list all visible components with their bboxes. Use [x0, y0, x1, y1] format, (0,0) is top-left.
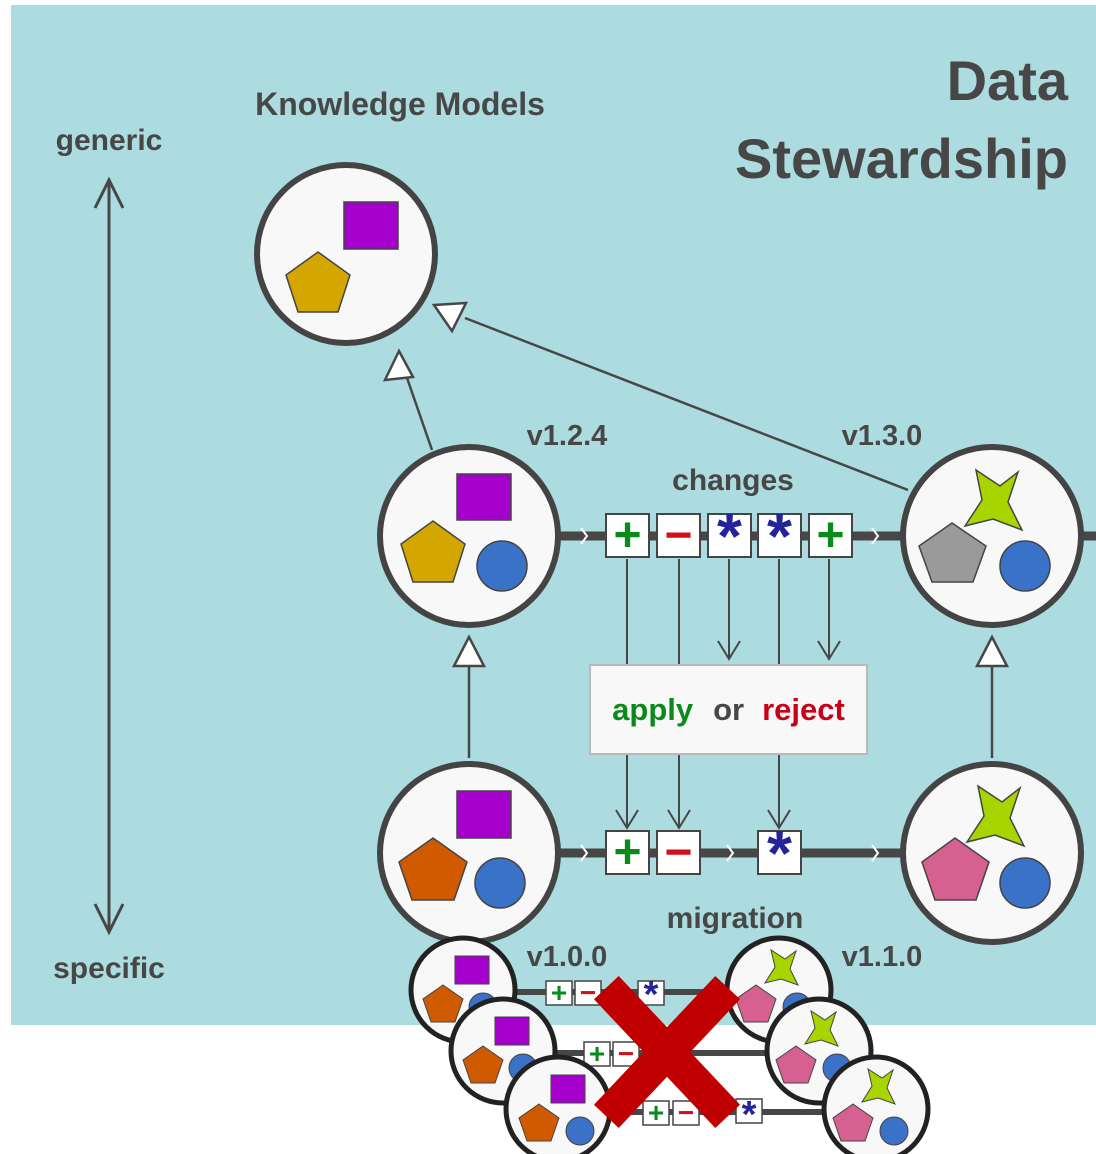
knowledge-model-migrated-new [900, 761, 1084, 945]
svg-text:−: − [664, 826, 692, 879]
version-label-v110: v1.1.0 [842, 941, 923, 973]
inheritance-arrowhead-icon [974, 634, 1010, 668]
star-shape [963, 468, 1024, 532]
pentagon-shape [285, 251, 351, 313]
change-box-edit: * [757, 500, 802, 572]
knowledge-model-v124 [377, 444, 561, 628]
knowledge-model-migrated-old [377, 761, 561, 945]
svg-text:*: * [767, 500, 792, 572]
change-box-edit: * [757, 817, 802, 889]
svg-text:+: + [551, 977, 567, 1008]
svg-text:−: − [664, 509, 692, 562]
change-box-remove: − [656, 509, 701, 562]
change-box-add: + [605, 826, 650, 879]
arrow-up-icon [93, 176, 125, 209]
title-line-1: Data [947, 49, 1069, 112]
svg-text:−: − [618, 1038, 634, 1069]
change-box-remove: − [656, 826, 701, 879]
inheritance-arrowhead-icon [451, 634, 487, 668]
changes-label: changes [672, 464, 794, 497]
axis-label-specific: specific [53, 952, 165, 985]
change-box-add: + [605, 509, 650, 562]
circle-shape [999, 857, 1051, 909]
knowledge-model-v130 [900, 444, 1084, 628]
apply-label: apply [612, 692, 694, 727]
axis-label-generic: generic [56, 124, 163, 157]
star-shape [965, 784, 1026, 848]
pentagon-shape [398, 837, 468, 901]
inheritance-arrowhead-icon [382, 348, 415, 382]
svg-text:*: * [644, 974, 659, 1016]
or-label: or [713, 692, 744, 727]
square-shape [456, 473, 512, 521]
svg-text:*: * [717, 500, 742, 572]
circle-shape [999, 540, 1051, 592]
change-box-add: + [808, 509, 853, 562]
version-label-v124: v1.2.4 [527, 420, 608, 452]
version-label-v130: v1.3.0 [842, 420, 923, 452]
circle-shape [474, 857, 526, 909]
svg-text:*: * [742, 1094, 757, 1136]
failed-migrations-stack: + − * + − [408, 935, 931, 1154]
svg-text:+: + [816, 509, 844, 562]
svg-text:+: + [589, 1038, 605, 1069]
rejected-cross-icon [593, 975, 741, 1129]
pentagon-shape [921, 837, 990, 901]
knowledge-models-heading: Knowledge Models [255, 86, 545, 122]
migration-label: migration [667, 902, 804, 935]
arrow-down-icon [93, 903, 125, 936]
svg-text:−: − [678, 1097, 694, 1128]
title-line-2: Stewardship [735, 127, 1068, 190]
reject-label: reject [762, 692, 845, 727]
square-shape [343, 201, 399, 250]
svg-text:*: * [767, 817, 792, 889]
svg-text:+: + [613, 826, 641, 879]
knowledge-model-root [254, 162, 438, 346]
svg-text:−: − [580, 977, 596, 1008]
svg-text:+: + [613, 509, 641, 562]
change-box-edit: * [707, 500, 752, 572]
version-label-v100: v1.0.0 [527, 941, 608, 973]
square-shape [456, 790, 512, 839]
generic-specific-axis: generic specific [53, 124, 165, 985]
inheritance-arrowhead-icon [431, 301, 469, 334]
circle-shape [476, 540, 528, 592]
pentagon-shape [918, 522, 987, 583]
pentagon-shape [400, 520, 466, 583]
svg-text:+: + [648, 1097, 664, 1128]
